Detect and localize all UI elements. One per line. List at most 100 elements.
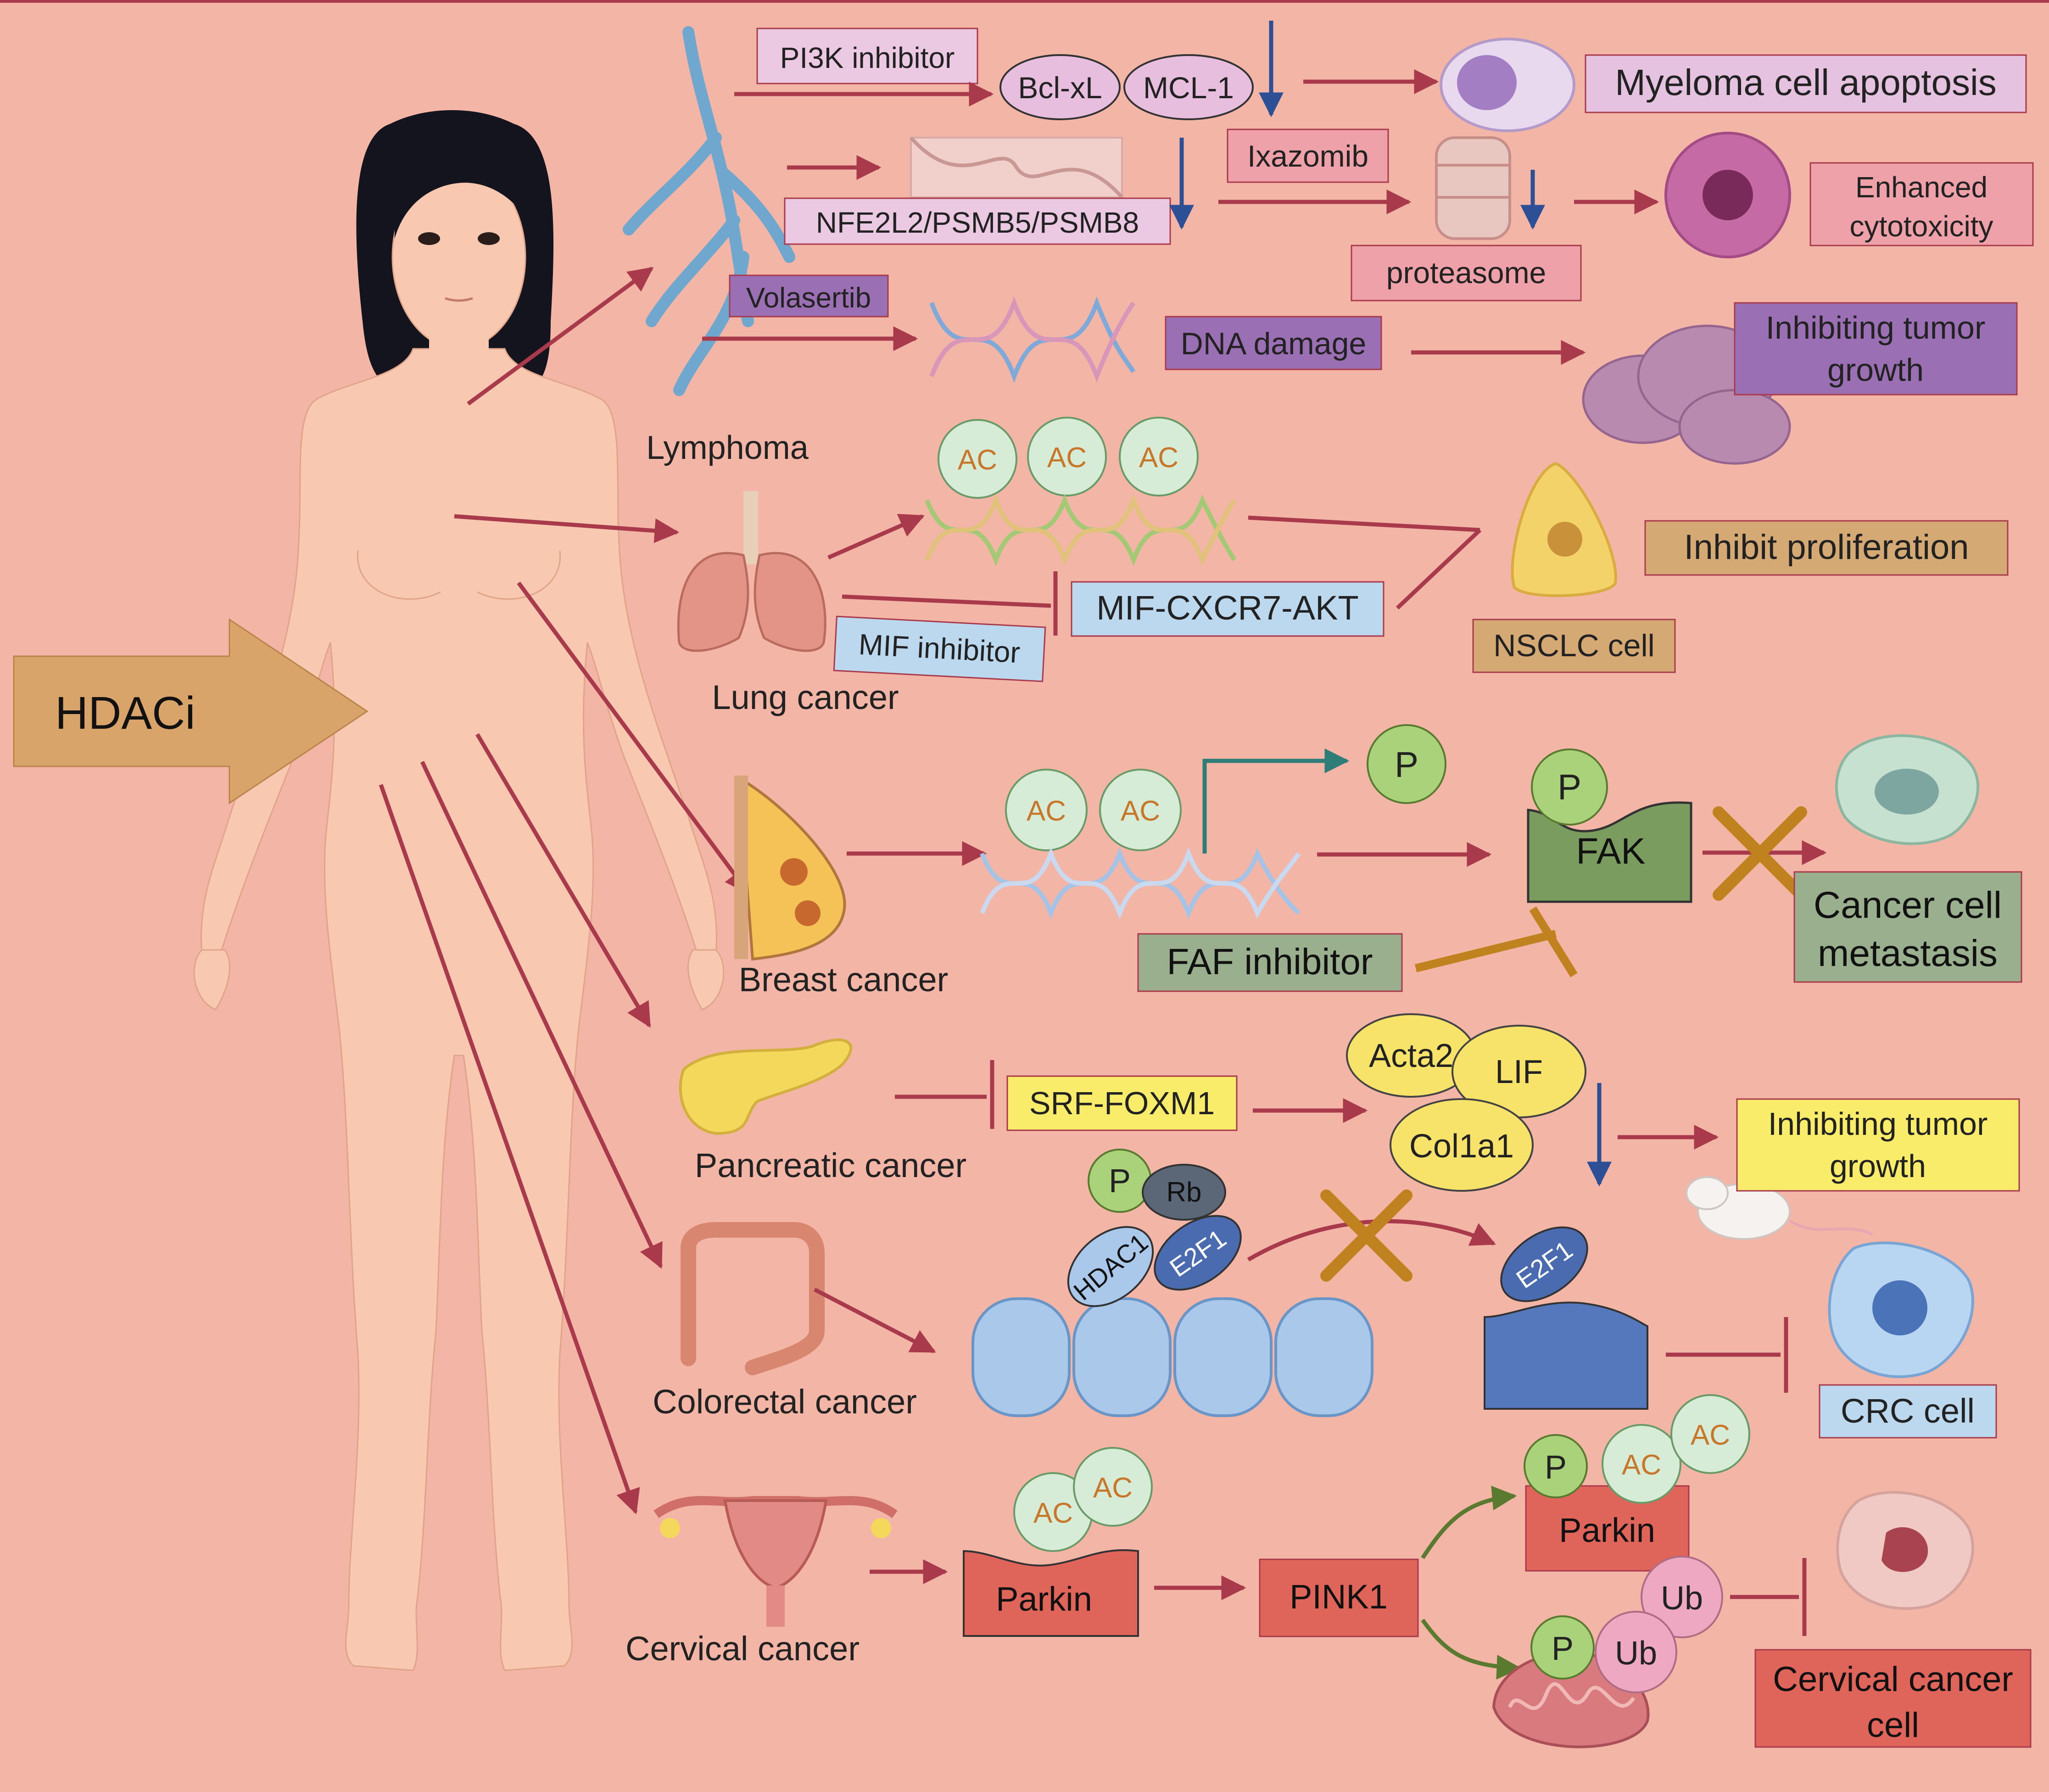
ub-label-2: Ub	[1615, 1635, 1657, 1672]
parkin-shape	[963, 1549, 1139, 1637]
lung-title: Lung cancer	[712, 678, 899, 716]
lung-ac-1	[938, 419, 1017, 499]
pancreatic-section: Pancreatic cancer SRF-FOXM1 Acta2 LIF Co…	[679, 1013, 2020, 1240]
breast-icon	[734, 775, 846, 961]
breast-ac-2	[1099, 769, 1182, 851]
parkin2-ac-2	[1670, 1394, 1750, 1474]
pi3k-box	[756, 28, 978, 84]
bclxl-label: Bcl-xL	[1018, 71, 1102, 105]
volasertib-box	[729, 274, 889, 318]
uterus-icon	[653, 1496, 898, 1627]
pink1-box	[1259, 1558, 1419, 1637]
fak-p	[1531, 748, 1608, 826]
lif-label: LIF	[1495, 1054, 1543, 1090]
lymphoma-section: Lymphoma PI3K inhibitor Bcl-xL MCL-1 Mye…	[623, 21, 2034, 466]
mif-to-nsclc-line	[1396, 528, 1482, 610]
right-hand	[687, 949, 725, 1010]
colorectal-p-label: P	[1109, 1163, 1131, 1200]
pancreatic-title: Pancreatic cancer	[695, 1146, 966, 1184]
ixazomib-label: Ixazomib	[1247, 139, 1368, 173]
mif-inhibit-line	[842, 594, 1051, 608]
hair-front	[395, 152, 528, 239]
parkin2-ac-1	[1602, 1424, 1681, 1504]
e2f1-free-oval	[1500, 1226, 1588, 1302]
cervical-cell-icon	[1836, 1491, 1974, 1610]
inhibit-prolif-label: Inhibit proliferation	[1684, 528, 1969, 567]
breast-title: Breast cancer	[739, 960, 949, 999]
lung-ac-2	[1027, 417, 1107, 497]
nsclc-box	[1472, 619, 1676, 673]
metastatic-cell-icon	[1835, 734, 1980, 845]
body-contour-2	[477, 550, 561, 600]
inhibit-prolif-box	[1644, 520, 2009, 576]
mouth	[445, 297, 473, 302]
cervical-ac-2	[1073, 1447, 1153, 1527]
dna-damage-box	[1165, 316, 1382, 370]
mif-axis-label: MIF-CXCR7-AKT	[1096, 589, 1358, 627]
tumor-box	[1734, 302, 2018, 396]
proteasome-label: proteasome	[1386, 256, 1547, 290]
crc-label: CRC cell	[1841, 1392, 1975, 1430]
cervical-ac-1-label: AC	[1033, 1497, 1073, 1529]
faf-inhibit-bar	[1529, 906, 1578, 977]
pink1-up-arrow	[1421, 1485, 1517, 1559]
dna-damage-icon	[929, 296, 1136, 383]
fak-label: FAK	[1576, 831, 1645, 871]
col-label: Col1a1	[1409, 1128, 1514, 1165]
body-contour	[357, 550, 441, 600]
parkin2-box	[1525, 1485, 1690, 1572]
colorectal-arrow	[813, 1288, 936, 1353]
mif-axis-box	[1071, 581, 1385, 637]
fak-p-label: P	[1558, 767, 1581, 807]
parkin2-p	[1524, 1434, 1588, 1498]
lung-ac-3	[1119, 417, 1199, 497]
breast-section: Breast cancer AC AC P FAK P Cancer cell …	[734, 724, 2022, 999]
cervical-cell-box	[1754, 1649, 2032, 1748]
lung-ac-1-label: AC	[958, 444, 997, 476]
col-oval	[1390, 1098, 1534, 1192]
mcl1-label: MCL-1	[1143, 71, 1234, 105]
lung-section: Lung cancer AC AC AC MIF-CXCR7-AKT MIF i…	[677, 417, 2009, 716]
lymphoma-title: Lymphoma	[646, 430, 809, 466]
nfe-box	[784, 197, 1171, 245]
dna-helix-icon	[910, 136, 1123, 199]
ub-circle-2	[1595, 1611, 1677, 1693]
hdaci-label: HDACi	[55, 687, 195, 739]
breast-ac-2-label: AC	[1121, 795, 1160, 827]
mif-inhibitor-box	[833, 615, 1046, 682]
hdaci-arrow: HDACi	[13, 618, 368, 804]
dna-damage-label: DNA damage	[1181, 326, 1366, 361]
colon-icon	[681, 1222, 825, 1375]
parkin2-label: Parkin	[1559, 1511, 1655, 1549]
bclxl-oval	[999, 54, 1121, 120]
lung-ac-3-label: AC	[1139, 442, 1178, 474]
mito-p	[1530, 1615, 1595, 1680]
breast-ac-1-label: AC	[1027, 795, 1066, 827]
phospho-arrow	[1202, 748, 1350, 854]
hdac1-oval	[1067, 1226, 1154, 1307]
e2f1-target-shape	[1484, 1301, 1648, 1410]
proteasome-box	[1351, 245, 1582, 301]
pi3k-label: PI3K inhibitor	[780, 41, 955, 74]
pancreatic-tumor-box	[1736, 1098, 2020, 1192]
right-eye	[478, 232, 500, 245]
breast-p	[1367, 724, 1446, 804]
proteasome-icon	[1435, 136, 1511, 240]
lung-arrow	[827, 514, 925, 560]
volasertib-label: Volasertib	[746, 282, 871, 314]
nucleosome-icon	[971, 1297, 1373, 1417]
nfe-label: NFE2L2/PSMB5/PSMB8	[816, 206, 1139, 239]
cervical-cell-line1: Cervical cancer	[1773, 1660, 2013, 1699]
cervical-cell-line2: cell	[1867, 1706, 1919, 1745]
neck	[429, 330, 489, 372]
tumor-line1: Inhibiting tumor	[1766, 310, 1986, 346]
ixazomib-box	[1227, 128, 1389, 183]
cervical-title: Cervical cancer	[625, 1630, 860, 1668]
cytotox-box	[1809, 162, 2034, 246]
parkin2-p-label: P	[1545, 1449, 1567, 1486]
parkin-label: Parkin	[996, 1580, 1092, 1618]
mcl1-oval	[1123, 54, 1254, 120]
crc-cell-icon	[1828, 1241, 1974, 1379]
myeloma-box	[1585, 54, 2027, 113]
